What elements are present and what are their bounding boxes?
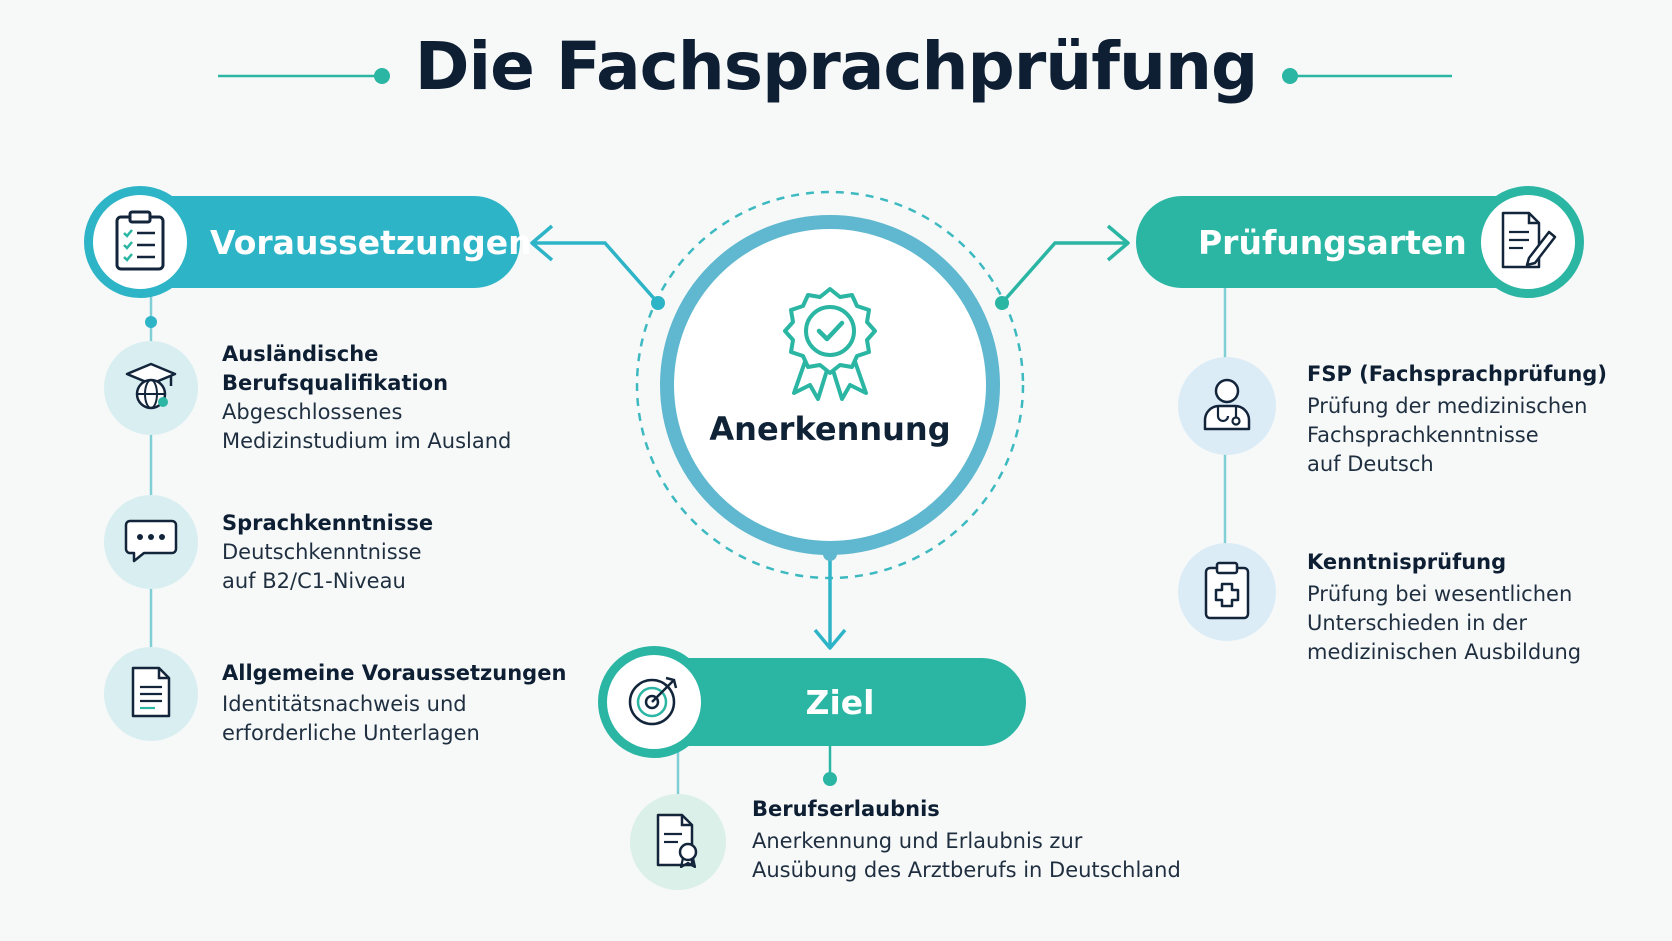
medical-clipboard-icon-bubble — [1178, 543, 1276, 641]
item-title: Berufserlaubnis — [752, 797, 940, 821]
arrow-left-dot — [651, 296, 665, 310]
speech-bubble-icon-bubble — [104, 495, 198, 589]
target-icon-ring — [598, 646, 710, 758]
list-item-sprachkenntnisse: Sprachkenntnisse Deutschkenntnisse auf B… — [222, 509, 433, 596]
certificate-icon-bubble — [630, 794, 726, 890]
item-desc: Anerkennung und Erlaubnis zur Ausübung d… — [752, 829, 1181, 882]
list-item-kenntnispruefung: Kenntnisprüfung Prüfung bei wesentlichen… — [1307, 548, 1581, 667]
header-voraussetzungen-label: Voraussetzungen — [210, 222, 532, 262]
list-item-berufserlaubnis: Berufserlaubnis Anerkennung und Erlaubni… — [752, 795, 1181, 885]
header-ziel-label: Ziel — [805, 682, 875, 722]
certificate-icon — [654, 812, 702, 872]
speech-bubble-icon — [124, 515, 178, 569]
target-icon — [626, 672, 682, 732]
item-desc: Deutschkenntnisse auf B2/C1-Niveau — [222, 540, 422, 593]
item-desc: Abgeschlossenes Medizinstudium im Auslan… — [222, 400, 512, 453]
checklist-icon — [113, 209, 167, 275]
item-title: Ausländische Berufsqualifikation — [222, 342, 449, 395]
item-title: Allgemeine Voraussetzungen — [222, 661, 567, 685]
arrow-right-dot — [995, 296, 1009, 310]
award-badge-icon — [778, 285, 882, 403]
arrow-left-head — [530, 224, 554, 262]
center-label: Anerkennung — [709, 410, 951, 448]
item-desc: Identitätsnachweis und erforderliche Unt… — [222, 692, 480, 745]
document-icon-bubble — [104, 647, 198, 741]
checklist-icon-ring — [84, 186, 196, 298]
arrow-left-line — [532, 241, 660, 305]
doctor-icon — [1200, 376, 1254, 436]
arrow-down-head — [813, 628, 847, 650]
list-item-fsp: FSP (Fachsprachprüfung) Prüfung der medi… — [1307, 360, 1607, 479]
arrow-right-line — [1000, 241, 1128, 305]
item-title: Sprachkenntnisse — [222, 511, 434, 535]
medical-clipboard-icon — [1202, 560, 1252, 624]
page-title: Die Fachsprachprüfung — [414, 28, 1258, 105]
left-timeline-dot — [145, 316, 157, 328]
document-pen-icon-ring — [1472, 186, 1584, 298]
item-desc: Prüfung bei wesentlichen Unterschieden i… — [1307, 582, 1582, 664]
graduation-globe-icon-bubble — [104, 341, 198, 435]
title-dot-left — [374, 68, 390, 84]
item-title: Kenntnisprüfung — [1307, 550, 1507, 574]
list-item-qualifikation: Ausländische Berufsqualifikation Abgesch… — [222, 340, 511, 456]
document-pen-icon — [1499, 210, 1557, 274]
ziel-dot — [823, 772, 837, 786]
arrow-right-head — [1106, 224, 1130, 262]
doctor-icon-bubble — [1178, 357, 1276, 455]
graduation-globe-icon — [125, 360, 177, 416]
item-title: FSP (Fachsprachprüfung) — [1307, 362, 1607, 386]
document-icon — [129, 665, 173, 723]
item-desc: Prüfung der medizinischen Fachsprachkenn… — [1307, 394, 1588, 476]
list-item-allgemein: Allgemeine Voraussetzungen Identitätsnac… — [222, 659, 566, 748]
header-pruefungsarten-label: Prüfungsarten — [1198, 222, 1467, 262]
arrow-down-dot — [823, 547, 837, 561]
